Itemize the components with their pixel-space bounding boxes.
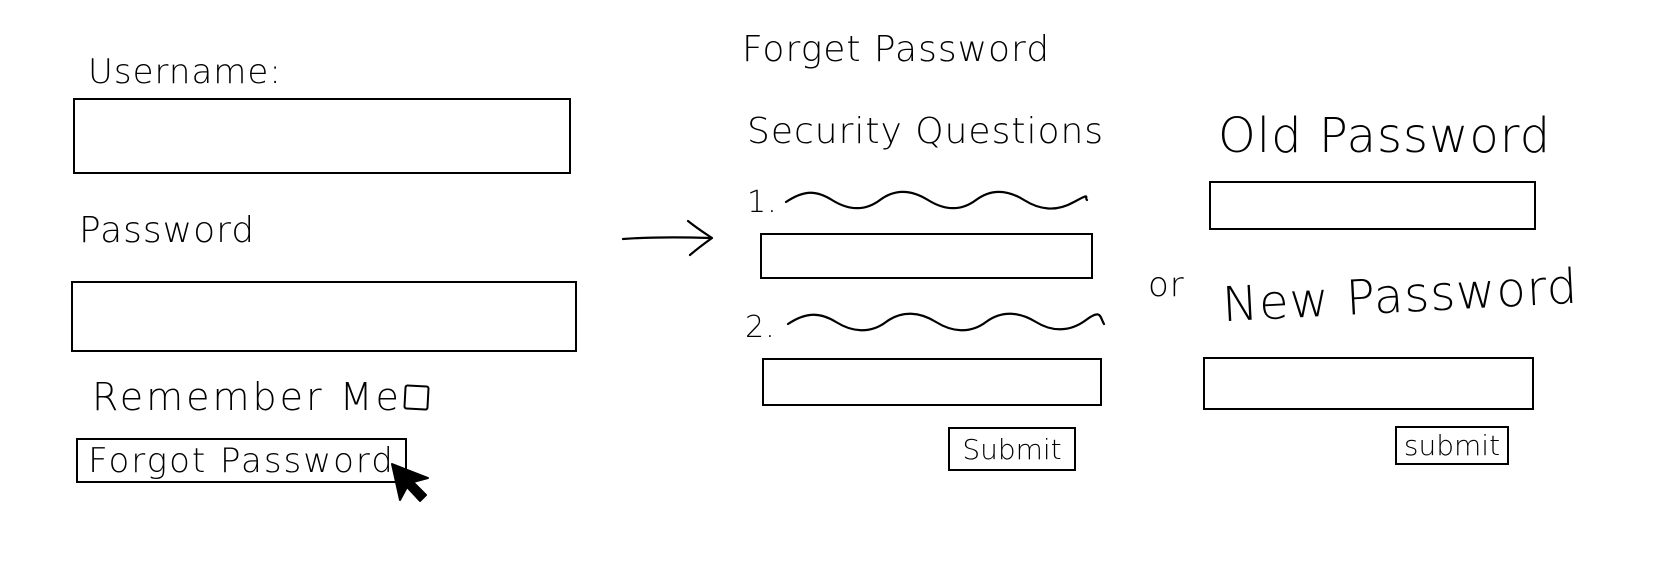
remember-me-label: Remember Me	[92, 375, 402, 419]
mouse-pointer-icon	[391, 463, 429, 502]
question-1-number: 1.	[747, 185, 778, 220]
question-2-squiggle	[786, 312, 1106, 332]
or-label: or	[1148, 265, 1185, 305]
password-field[interactable]	[71, 281, 577, 352]
security-answer-1-field[interactable]	[760, 233, 1093, 279]
forget-password-title: Forget Password	[742, 29, 1051, 70]
username-field[interactable]	[73, 98, 571, 174]
username-label: Username:	[88, 52, 282, 92]
right-arrow-icon	[621, 219, 714, 257]
forgot-password-button[interactable]: Forgot Password	[76, 438, 407, 483]
question-1-squiggle	[784, 190, 1089, 210]
security-questions-heading: Security Questions	[747, 111, 1105, 152]
old-password-field[interactable]	[1209, 181, 1536, 230]
question-2-number: 2.	[745, 310, 776, 345]
password-label: Password	[79, 210, 256, 251]
new-password-label: New Password	[1220, 258, 1580, 334]
security-answer-2-field[interactable]	[762, 358, 1102, 406]
change-password-submit-button[interactable]: submit	[1395, 426, 1509, 465]
remember-me-checkbox[interactable]	[403, 384, 430, 411]
new-password-field[interactable]	[1203, 357, 1534, 410]
old-password-label: Old Password	[1218, 108, 1552, 164]
security-submit-button[interactable]: Submit	[948, 427, 1076, 471]
